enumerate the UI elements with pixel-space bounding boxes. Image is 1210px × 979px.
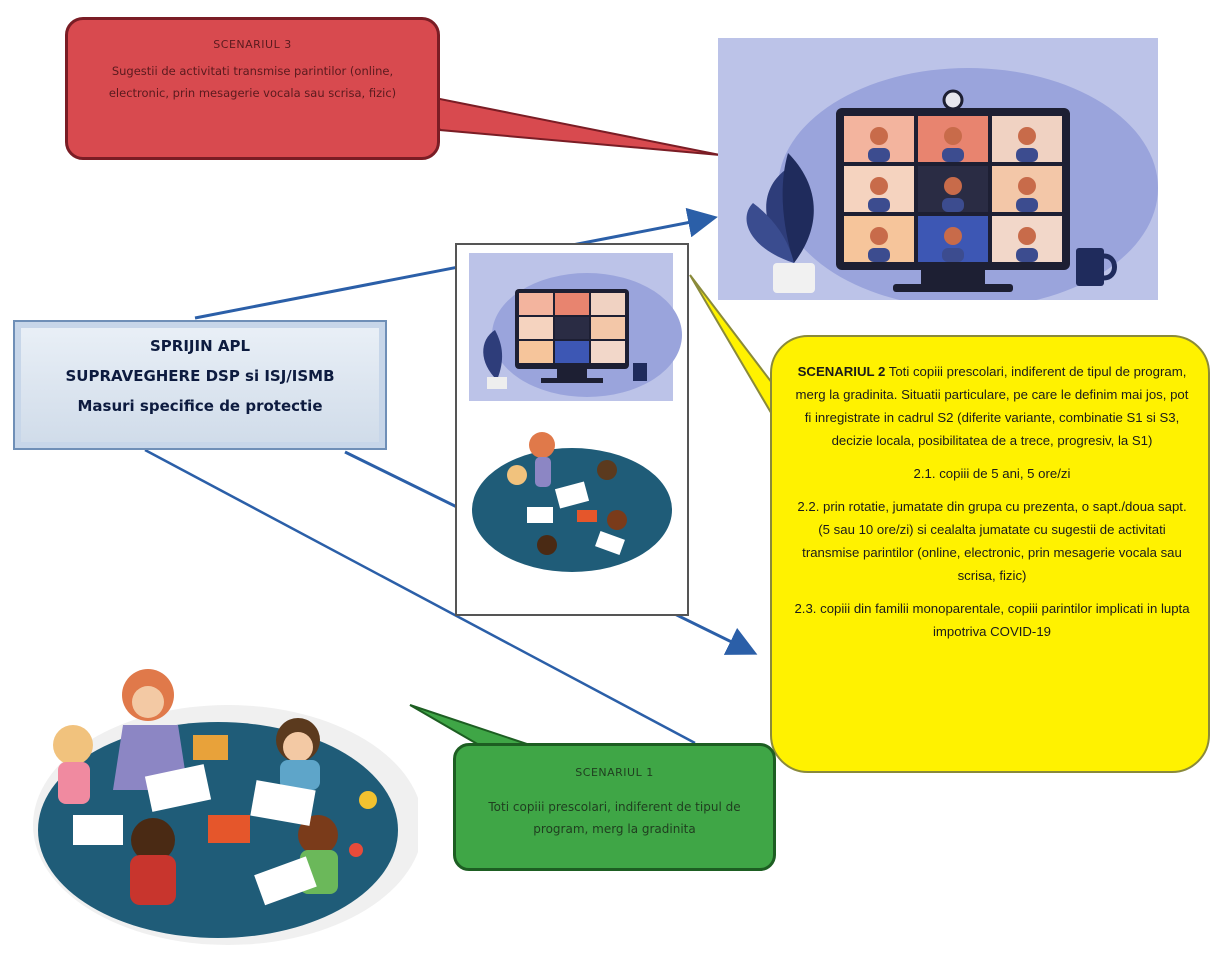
scenario2-intro: Toti copiii prescolari, indiferent de ti…	[795, 364, 1189, 448]
scenario2-item-3: 2.3. copiii din familii monoparentale, c…	[794, 601, 1190, 639]
support-box: SPRIJIN APL SUPRAVEGHERE DSP si ISJ/ISMB…	[13, 320, 387, 450]
support-line-2: SUPRAVEGHERE DSP si ISJ/ISMB	[65, 367, 335, 385]
scenario3-text: Sugestii de activitati transmise parinti…	[108, 64, 397, 100]
line-apl-to-scenario1	[144, 448, 696, 745]
scenario1-callout: SCENARIUL 1 Toti copiii prescolari, indi…	[453, 743, 776, 871]
scenario2-title: SCENARIUL 2	[797, 364, 886, 379]
scenario1-title: SCENARIUL 1	[575, 766, 654, 779]
monitor	[836, 89, 1070, 292]
webcam-icon	[942, 89, 964, 111]
scenario3-title: SCENARIUL 3	[213, 38, 292, 51]
central-card	[455, 243, 689, 616]
support-line-3: Masuri specifice de protectie	[77, 397, 323, 415]
support-line-1: SPRIJIN APL	[149, 337, 251, 355]
scenario3-tail	[418, 93, 721, 156]
mug-icon	[1076, 248, 1117, 286]
scenario1-text: Toti copiii prescolari, indiferent de ti…	[488, 800, 741, 836]
central-card-illustrations	[469, 253, 682, 572]
scenario2-item-1: 2.1. copiii de 5 ani, 5 ore/zi	[913, 466, 1071, 481]
arrow-apl-to-video	[194, 207, 718, 320]
plant-icon	[746, 153, 815, 293]
video-call-illustration	[718, 38, 1158, 300]
scenario2-callout: SCENARIUL 2 Toti copiii prescolari, indi…	[770, 335, 1210, 773]
scenario3-callout: SCENARIUL 3 Sugestii de activitati trans…	[65, 17, 440, 160]
scenario2-item-2: 2.2. prin rotatie, jumatate din grupa cu…	[797, 499, 1187, 583]
children-drawing-illustration	[33, 669, 418, 945]
